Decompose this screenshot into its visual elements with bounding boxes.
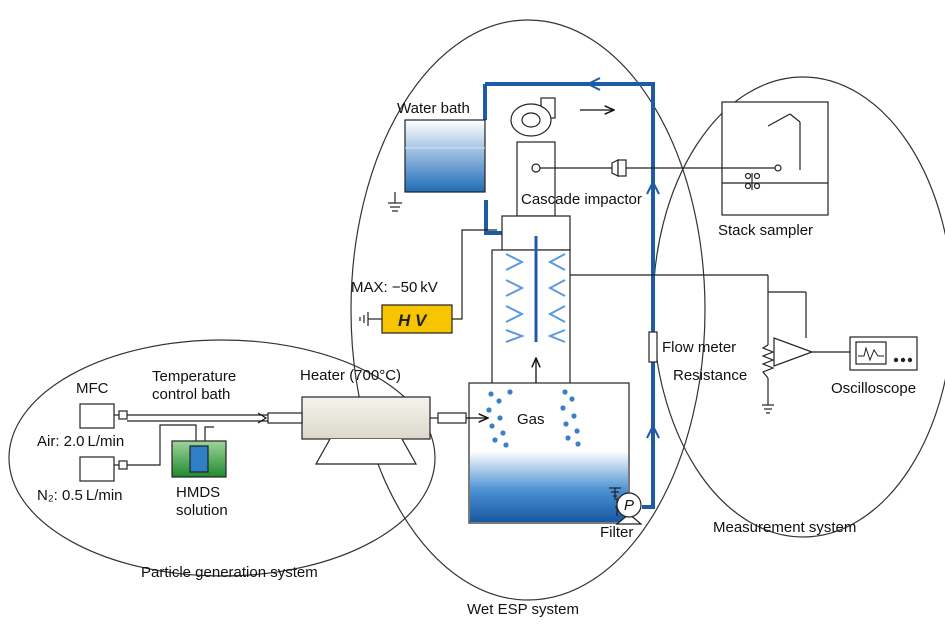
- cascade-impactor-label: Cascade impactor: [521, 191, 642, 208]
- amplifier-icon: [773, 337, 814, 367]
- tank-water: [470, 451, 628, 522]
- particle-generation-system-boundary: [8, 339, 436, 577]
- heater: [301, 396, 431, 465]
- hmds-label-line1: HMDS: [176, 484, 220, 501]
- oscilloscope-label: Oscilloscope: [831, 380, 916, 397]
- esp-column: [491, 215, 571, 386]
- mfc-label: MFC: [76, 380, 109, 397]
- gas-label: Gas: [517, 411, 545, 428]
- wet-esp-system-label: Wet ESP system: [467, 601, 579, 618]
- hv-label: H V: [398, 311, 428, 330]
- oscilloscope-icon: [849, 336, 918, 371]
- stack-sampler: [626, 101, 829, 216]
- ground-icon: [359, 312, 382, 326]
- measurement-system-label: Measurement system: [713, 519, 856, 536]
- heater-outlet-tube: [430, 412, 467, 424]
- stack-sampler-label: Stack sampler: [718, 222, 813, 239]
- mfc-air-icon: [79, 403, 128, 429]
- heater-inlet-tube: [267, 412, 303, 424]
- air-flow-label: Air: 2.0 L/min: [37, 433, 124, 450]
- cascade-impactor-housing: [516, 141, 556, 217]
- hmds-label-line2: solution: [176, 502, 228, 519]
- hv-power-supply: [381, 304, 453, 334]
- pipe-flow-arrow-upper: [646, 179, 660, 195]
- particle-generation-system-label: Particle generation system: [141, 564, 318, 581]
- flow-meter-label: Flow meter: [662, 339, 736, 356]
- line-arrow-to-heater: [257, 412, 268, 424]
- fan-icon: [510, 97, 556, 137]
- n2-flow-label: N₂: 0.5 L/min: [37, 487, 123, 504]
- pipe-flow-arrow-lower: [646, 423, 660, 439]
- pump-label: P: [624, 497, 634, 514]
- temperature-bath-label-line1: Temperature: [152, 368, 236, 385]
- mfc-n2-icon: [79, 456, 128, 482]
- ground-icon: [609, 487, 621, 500]
- max-voltage-label: MAX: −50 kV: [351, 279, 438, 296]
- ground-icon: [388, 192, 402, 212]
- water-bath: [404, 119, 486, 193]
- signal-line: [570, 274, 807, 414]
- resistance-label: Resistance: [673, 367, 747, 384]
- cascade-impactor-icon: [611, 159, 627, 177]
- resistor-icon: [761, 344, 775, 379]
- hmds-bath: [171, 440, 227, 478]
- heater-label: Heater (700°C): [300, 367, 401, 384]
- gas-lines: [127, 414, 268, 466]
- pipe-flow-arrow-top: [585, 77, 601, 91]
- filter-label: Filter: [600, 524, 633, 541]
- gas-bubbles: [486, 389, 581, 448]
- temperature-bath-label-line2: control bath: [152, 386, 230, 403]
- pump-icon: [615, 492, 643, 525]
- water-bath-label: Water bath: [397, 100, 470, 117]
- electrode-discharge-marks: [505, 253, 566, 343]
- hv-cable: [452, 229, 497, 320]
- wet-esp-system-boundary: [350, 19, 706, 601]
- flow-meter-icon: [648, 331, 658, 363]
